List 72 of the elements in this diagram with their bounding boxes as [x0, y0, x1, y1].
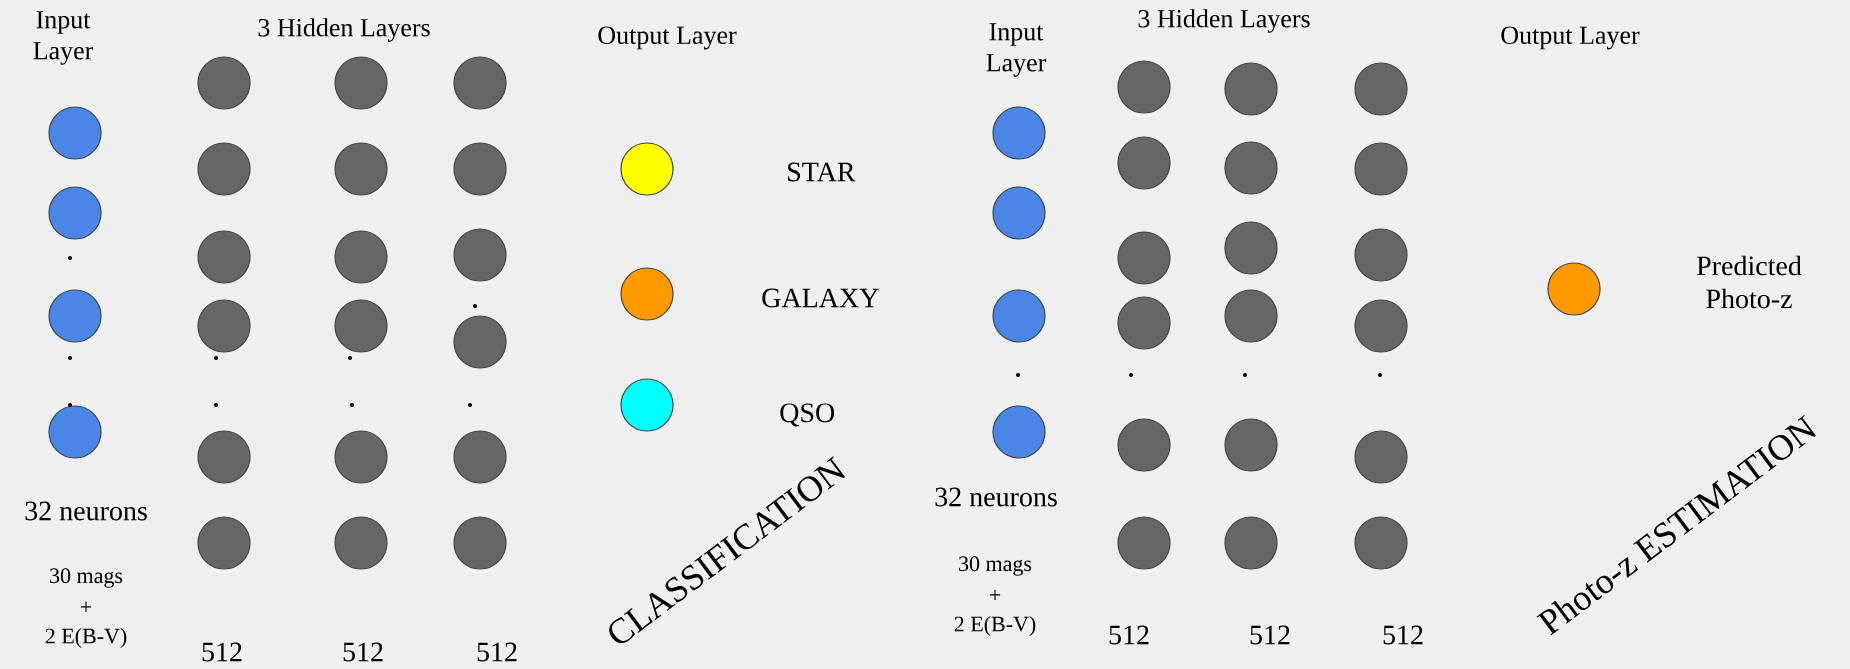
neuron-circle — [1354, 228, 1408, 282]
neuron-circle — [992, 186, 1046, 240]
layer-label: + — [80, 601, 92, 613]
layer-label: 2 E(B-V) — [954, 616, 1036, 636]
neuron-circle — [1117, 231, 1171, 285]
neuron-circle — [48, 289, 102, 343]
neuron-circle — [1117, 136, 1171, 190]
neuron-circle — [453, 315, 507, 369]
neuron-circle — [334, 516, 388, 570]
neuron-circle — [453, 142, 507, 196]
neuron-circle — [1224, 516, 1278, 570]
neuron-circle — [620, 142, 674, 196]
neuron-circle — [48, 405, 102, 459]
neuron-circle — [620, 378, 674, 432]
neuron-circle — [992, 289, 1046, 343]
layer-label: + — [989, 589, 1001, 601]
layer-label: 30 mags — [50, 568, 123, 588]
layer-label: 512 — [202, 642, 242, 662]
neuron-circle — [1224, 221, 1278, 275]
layer-label: 512 — [343, 642, 383, 662]
neuron-circle — [197, 516, 251, 570]
neuron-circle — [1224, 289, 1278, 343]
layer-label: 32 neurons — [935, 487, 1057, 507]
neuron-circle — [992, 106, 1046, 160]
neuron-circle — [1224, 62, 1278, 116]
neuron-circle — [1354, 62, 1408, 116]
neuron-circle — [197, 430, 251, 484]
neuron-circle — [1547, 262, 1601, 316]
neuron-circle — [1354, 430, 1408, 484]
neuron-circle — [48, 106, 102, 160]
layer-label: 512 — [477, 642, 517, 662]
neuron-circle — [1354, 516, 1408, 570]
neuron-circle — [453, 430, 507, 484]
layer-label: Input Layer — [986, 23, 1047, 77]
neuron-circle — [1224, 418, 1278, 472]
neuron-circle — [197, 56, 251, 110]
layer-label: Output Layer — [598, 26, 737, 50]
layer-label: 512 — [1383, 625, 1423, 645]
layer-label: 30 mags — [959, 556, 1032, 576]
layer-label: QSO — [780, 403, 835, 427]
layer-label: Output Layer — [1501, 26, 1640, 50]
neuron-circle — [334, 56, 388, 110]
neuron-circle — [1354, 142, 1408, 196]
neuron-circle — [334, 430, 388, 484]
layer-label: STAR — [788, 162, 856, 182]
layer-label: Predicted Photo-z — [1696, 255, 1802, 309]
neuron-circle — [1117, 516, 1171, 570]
layer-label: 3 Hidden Layers — [1138, 9, 1310, 33]
neuron-circle — [197, 299, 251, 353]
neuron-circle — [1117, 60, 1171, 114]
neuron-circle — [334, 142, 388, 196]
neuron-circle — [1224, 141, 1278, 195]
neuron-circle — [334, 230, 388, 284]
neuron-circle — [1117, 296, 1171, 350]
layer-label: 32 neurons — [25, 501, 147, 521]
neuron-circle — [453, 516, 507, 570]
neuron-circle — [1354, 299, 1408, 353]
layer-label: 512 — [1250, 625, 1290, 645]
neuron-circle — [48, 186, 102, 240]
layer-label: 2 E(B-V) — [45, 628, 127, 648]
layer-label: 512 — [1109, 625, 1149, 645]
neuron-circle — [620, 267, 674, 321]
neuron-circle — [197, 230, 251, 284]
layer-label: 3 Hidden Layers — [258, 18, 430, 42]
layer-label: Input Layer — [33, 11, 94, 65]
neuron-circle — [453, 228, 507, 282]
layer-label: GALAXY — [762, 288, 879, 308]
neuron-circle — [1117, 418, 1171, 472]
neuron-circle — [334, 299, 388, 353]
neuron-circle — [197, 142, 251, 196]
neuron-circle — [992, 405, 1046, 459]
neuron-circle — [453, 56, 507, 110]
